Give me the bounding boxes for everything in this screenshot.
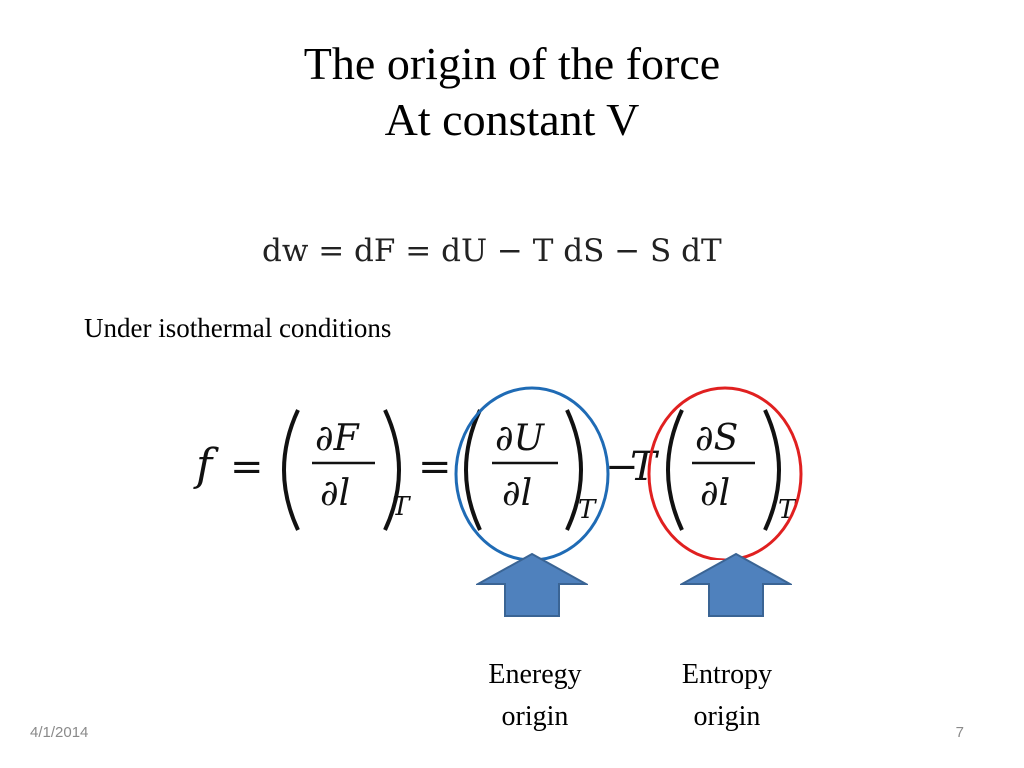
eq-sub-T-2: T [578, 495, 597, 525]
paren-left-2 [464, 409, 482, 531]
eq-lhs-f: f [193, 440, 219, 491]
energy-term-circle [454, 386, 610, 560]
isothermal-caption: Under isothermal conditions [84, 313, 392, 343]
eq-num-U: ∂U [495, 418, 546, 459]
differential-equation: dw = dF = dU − T dS − S dT [262, 233, 722, 269]
eq-equals-1: = [230, 444, 264, 490]
entropy-label-line1: Entropy [681, 659, 773, 690]
energy-label-line1: Eneregy [488, 659, 582, 690]
up-arrow-icon [476, 552, 588, 617]
eq-den-1: ∂l [320, 473, 350, 514]
eq-num-S: ∂S [695, 418, 738, 459]
eq-T-coef: T [630, 444, 660, 490]
page-number: 7 [955, 724, 964, 741]
title-line-1: The origin of the force [303, 38, 721, 89]
eq-den-2: ∂l [502, 473, 532, 514]
title-line-2: At constant V [384, 94, 640, 145]
entropy-origin-label: Entropy origin [647, 654, 807, 738]
force-equation: f = ∂F ∂l T = ∂U ∂l T − T ∂S ∂l T [193, 386, 803, 560]
footer-date: 4/1/2014 [30, 724, 89, 741]
energy-label-line2: origin [501, 701, 569, 732]
entropy-term-circle [647, 386, 803, 560]
eq-equals-2: = [418, 444, 452, 490]
paren-right-3 [763, 409, 781, 531]
paren-right-1 [383, 409, 401, 531]
entropy-label-line2: origin [693, 701, 761, 732]
eq-num-F: ∂F [315, 418, 361, 459]
paren-right-2 [565, 409, 583, 531]
slide-title: The origin of the force At constant V [0, 36, 1024, 148]
paren-left-3 [666, 409, 684, 531]
eq-sub-T-1: T [392, 492, 411, 522]
eq-minus: − [605, 444, 639, 490]
paren-left-1 [282, 409, 300, 531]
energy-origin-label: Eneregy origin [455, 654, 615, 738]
eq-den-3: ∂l [700, 473, 730, 514]
up-arrow-icon [680, 552, 792, 617]
